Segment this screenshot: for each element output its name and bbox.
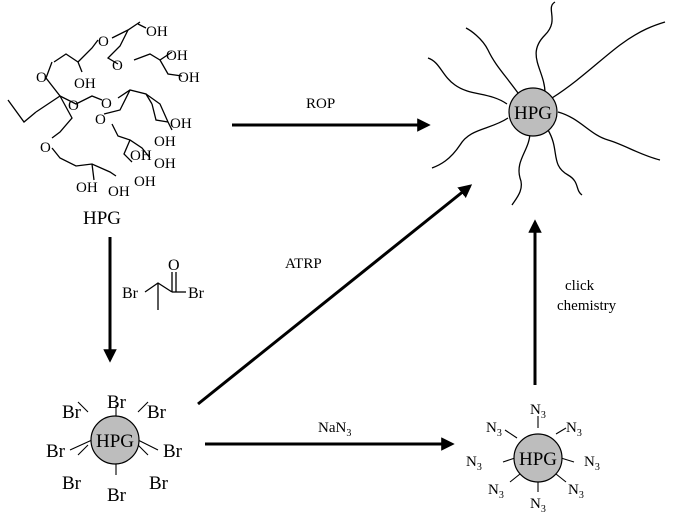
hpg-structure: O O O O O O O OH OH OH OH OH OH OH OH OH… [7, 21, 200, 200]
hydroxyl-8: OH [134, 174, 156, 190]
azide-reagent: NaN3 [318, 420, 351, 439]
br-spokes [69, 401, 159, 475]
hpg-br-macroinitiator: HPG Br Br Br Br Br Br Br Br [46, 392, 183, 506]
azide-core [513, 433, 563, 483]
br-core-label: HPG [96, 431, 134, 452]
ether-oxygen-7: O [40, 140, 51, 156]
hpg-azide: HPG N3 N3 N3 N3 N3 N3 N3 N3 [466, 402, 600, 515]
click-label-line1: click [565, 278, 595, 294]
bromoisobutyryl-bromide: O Br Br [122, 257, 205, 310]
azide-group-1: N3 [486, 420, 502, 439]
hydroxyl-1: OH [146, 24, 168, 40]
ether-oxygen-3: O [112, 58, 123, 74]
hydroxyl-2: OH [166, 48, 188, 64]
hpg-structure-label: HPG [83, 208, 121, 229]
hpg-skeleton-bonds [7, 21, 183, 181]
azide-group-8: N3 [568, 482, 584, 501]
br-substituent-7: Br [107, 485, 127, 506]
br-substituent-4: Br [46, 441, 66, 462]
br-substituent-3: Br [147, 402, 167, 423]
hydroxyl-5: OH [170, 116, 192, 132]
azide-group-5: N3 [584, 454, 600, 473]
star-core-label: HPG [514, 103, 552, 124]
br-core [90, 415, 140, 465]
reagent-oxygen: O [168, 257, 180, 274]
br-substituent-5: Br [163, 441, 183, 462]
hydroxyl-10: OH [76, 180, 98, 196]
hydroxyl-6: OH [154, 134, 176, 150]
azide-group-6: N3 [488, 482, 504, 501]
hydroxyl-3: OH [178, 70, 200, 86]
ether-oxygen-4: O [101, 96, 112, 112]
br-substituent-8: Br [149, 473, 169, 494]
ether-oxygen-2: O [98, 34, 109, 50]
azide-group-3: N3 [566, 420, 582, 439]
azide-core-label: HPG [519, 449, 557, 470]
ether-oxygen-1: O [36, 70, 47, 86]
atrp-arrow [197, 184, 473, 406]
br-substituent-1: Br [62, 402, 82, 423]
hydroxyl-9: OH [108, 184, 130, 200]
azide-group-7: N3 [530, 496, 546, 515]
azide-group-4: N3 [466, 454, 482, 473]
hydroxyl-7: OH [130, 148, 152, 164]
rop-label: ROP [306, 96, 335, 112]
polymer-arms [427, 1, 666, 206]
azide-group-2: N3 [530, 402, 546, 421]
reagent-br-left: Br [122, 285, 139, 302]
br-substituent-2: Br [107, 392, 127, 413]
hydroxyl-4: OH [74, 76, 96, 92]
click-label-line2: chemistry [557, 298, 617, 314]
ether-oxygen-5: O [68, 98, 79, 114]
br-substituent-6: Br [62, 473, 82, 494]
azide-spokes [502, 416, 575, 492]
hydroxyl-11: OH [154, 156, 176, 172]
atrp-label: ATRP [285, 256, 322, 272]
reagent-br-right: Br [188, 285, 205, 302]
star-polymer: HPG [427, 1, 666, 206]
ether-oxygen-6: O [95, 112, 106, 128]
star-core [508, 87, 558, 137]
